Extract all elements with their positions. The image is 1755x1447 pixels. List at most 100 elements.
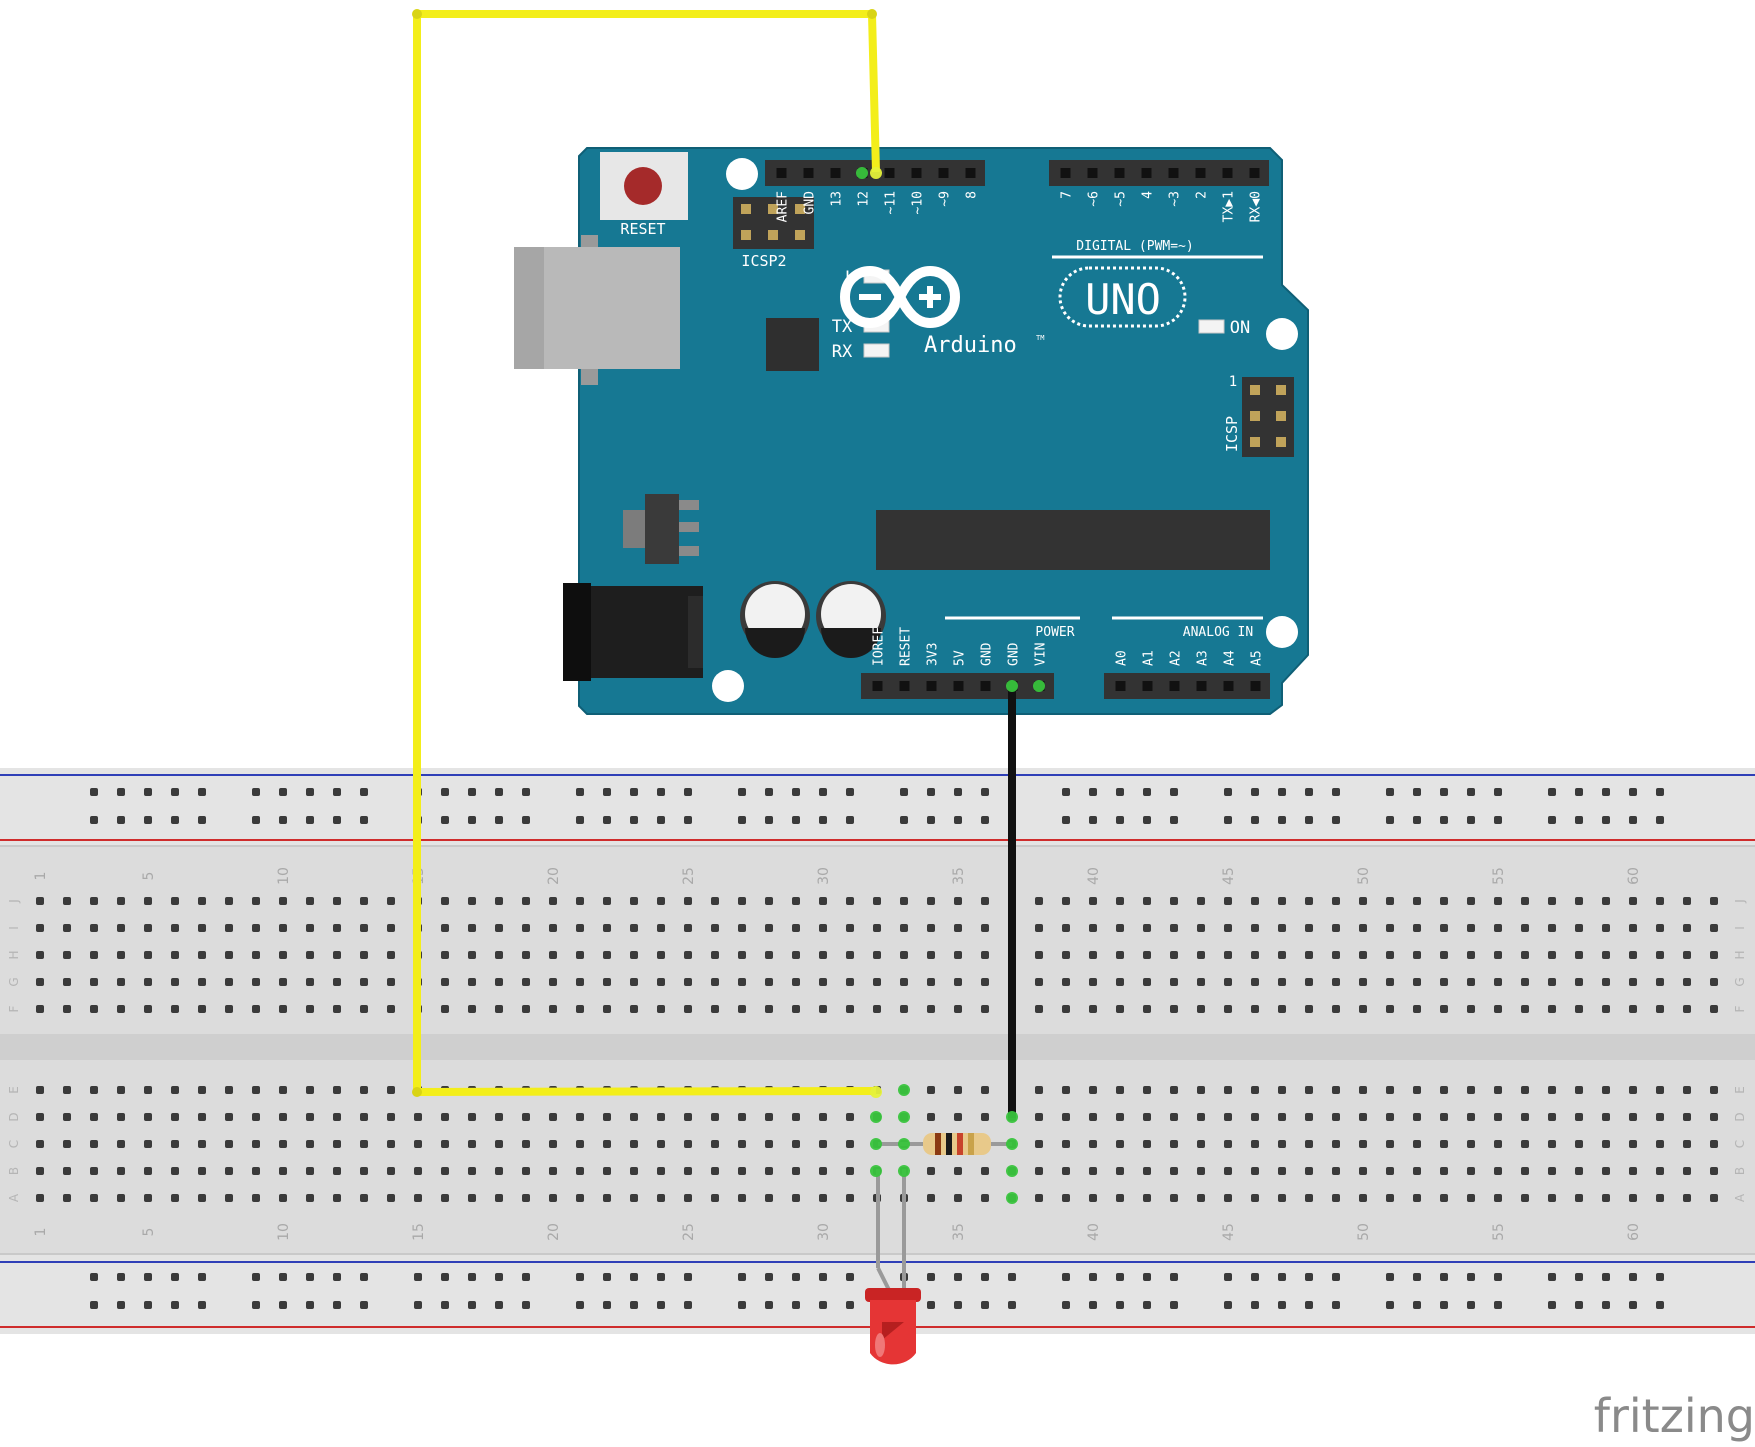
breadboard-hole xyxy=(441,1167,449,1175)
column-number: 50 xyxy=(1356,1223,1372,1241)
breadboard-hole xyxy=(387,1086,395,1094)
breadboard-hole xyxy=(1656,788,1664,796)
breadboard-hole xyxy=(333,924,341,932)
breadboard-hole xyxy=(414,1273,422,1281)
power-jack-front xyxy=(563,583,591,681)
breadboard-hole xyxy=(468,897,476,905)
breadboard-hole xyxy=(603,1273,611,1281)
breadboard-hole xyxy=(1602,1113,1610,1121)
breadboard-hole xyxy=(495,897,503,905)
breadboard-hole xyxy=(1521,1086,1529,1094)
breadboard-hole xyxy=(468,951,476,959)
breadboard-hole xyxy=(819,1005,827,1013)
breadboard-hole xyxy=(495,978,503,986)
breadboard-hole xyxy=(846,1005,854,1013)
breadboard-hole xyxy=(171,1113,179,1121)
breadboard-hole xyxy=(1116,951,1124,959)
breadboard-hole xyxy=(252,1301,260,1309)
breadboard-hole xyxy=(144,1005,152,1013)
breadboard-hole xyxy=(495,1167,503,1175)
breadboard-hole xyxy=(792,816,800,824)
breadboard-hole xyxy=(900,1005,908,1013)
header-pin xyxy=(1169,681,1180,691)
breadboard-hole xyxy=(981,897,989,905)
pin-label: 3V3 xyxy=(926,643,941,666)
pin-label: GND xyxy=(980,642,995,666)
breadboard-hole xyxy=(1575,816,1583,824)
connected-hole xyxy=(870,1111,882,1123)
breadboard-hole xyxy=(279,788,287,796)
breadboard-hole xyxy=(198,978,206,986)
pin-label: GND xyxy=(803,191,818,215)
breadboard-hole xyxy=(468,1140,476,1148)
breadboard-hole xyxy=(279,816,287,824)
breadboard-hole xyxy=(1170,1301,1178,1309)
breadboard-hole xyxy=(576,951,584,959)
breadboard-hole xyxy=(1062,816,1070,824)
breadboard-hole xyxy=(630,1194,638,1202)
breadboard-hole xyxy=(1116,1086,1124,1094)
column-number: 15 xyxy=(411,1223,427,1241)
breadboard-hole xyxy=(927,1167,935,1175)
breadboard-hole xyxy=(927,1273,935,1281)
breadboard-hole xyxy=(981,1005,989,1013)
breadboard-hole xyxy=(765,924,773,932)
breadboard-hole xyxy=(171,1167,179,1175)
breadboard-hole xyxy=(846,897,854,905)
breadboard-hole xyxy=(981,978,989,986)
row-letter: E xyxy=(1733,1086,1747,1094)
led-on xyxy=(1198,319,1225,334)
breadboard-hole xyxy=(1494,1086,1502,1094)
breadboard-hole xyxy=(387,897,395,905)
breadboard-hole xyxy=(1602,1086,1610,1094)
breadboard-hole xyxy=(1386,816,1394,824)
breadboard-hole xyxy=(981,1113,989,1121)
breadboard-hole xyxy=(117,816,125,824)
breadboard-hole xyxy=(576,1167,584,1175)
breadboard-hole xyxy=(792,924,800,932)
breadboard-hole xyxy=(279,1005,287,1013)
breadboard-hole xyxy=(333,816,341,824)
breadboard-hole xyxy=(279,951,287,959)
breadboard-hole xyxy=(522,1167,530,1175)
breadboard-hole xyxy=(792,897,800,905)
breadboard-hole xyxy=(1008,1301,1016,1309)
breadboard-hole xyxy=(1062,1005,1070,1013)
breadboard-hole xyxy=(576,1005,584,1013)
breadboard-hole xyxy=(306,897,314,905)
breadboard-hole xyxy=(846,1167,854,1175)
breadboard-hole xyxy=(522,951,530,959)
breadboard-hole xyxy=(1278,951,1286,959)
breadboard-hole xyxy=(1089,1273,1097,1281)
breadboard-hole xyxy=(684,1113,692,1121)
breadboard-hole xyxy=(819,1140,827,1148)
pin-label: IOREF xyxy=(872,627,887,666)
breadboard-hole xyxy=(927,1005,935,1013)
breadboard-hole xyxy=(1494,1167,1502,1175)
breadboard-hole xyxy=(1467,788,1475,796)
breadboard-hole xyxy=(1494,1005,1502,1013)
breadboard-hole xyxy=(981,1167,989,1175)
breadboard-hole xyxy=(117,951,125,959)
breadboard-hole xyxy=(441,816,449,824)
breadboard-hole xyxy=(1548,1194,1556,1202)
breadboard-hole xyxy=(1683,1005,1691,1013)
breadboard-hole xyxy=(1278,978,1286,986)
breadboard-hole xyxy=(1710,978,1718,986)
breadboard-hole xyxy=(1035,1005,1043,1013)
breadboard-hole xyxy=(1548,1301,1556,1309)
breadboard-hole xyxy=(819,1301,827,1309)
breadboard-hole xyxy=(1413,951,1421,959)
breadboard-hole xyxy=(1386,1140,1394,1148)
column-number: 25 xyxy=(681,867,697,885)
breadboard-hole xyxy=(1710,1140,1718,1148)
column-number: 30 xyxy=(816,1223,832,1241)
row-letter: B xyxy=(7,1167,21,1175)
breadboard-hole xyxy=(684,1167,692,1175)
breadboard-hole xyxy=(630,788,638,796)
breadboard-hole xyxy=(765,1167,773,1175)
breadboard-hole xyxy=(549,1140,557,1148)
breadboard-hole xyxy=(981,816,989,824)
breadboard-hole xyxy=(90,1301,98,1309)
breadboard-hole xyxy=(1143,1113,1151,1121)
